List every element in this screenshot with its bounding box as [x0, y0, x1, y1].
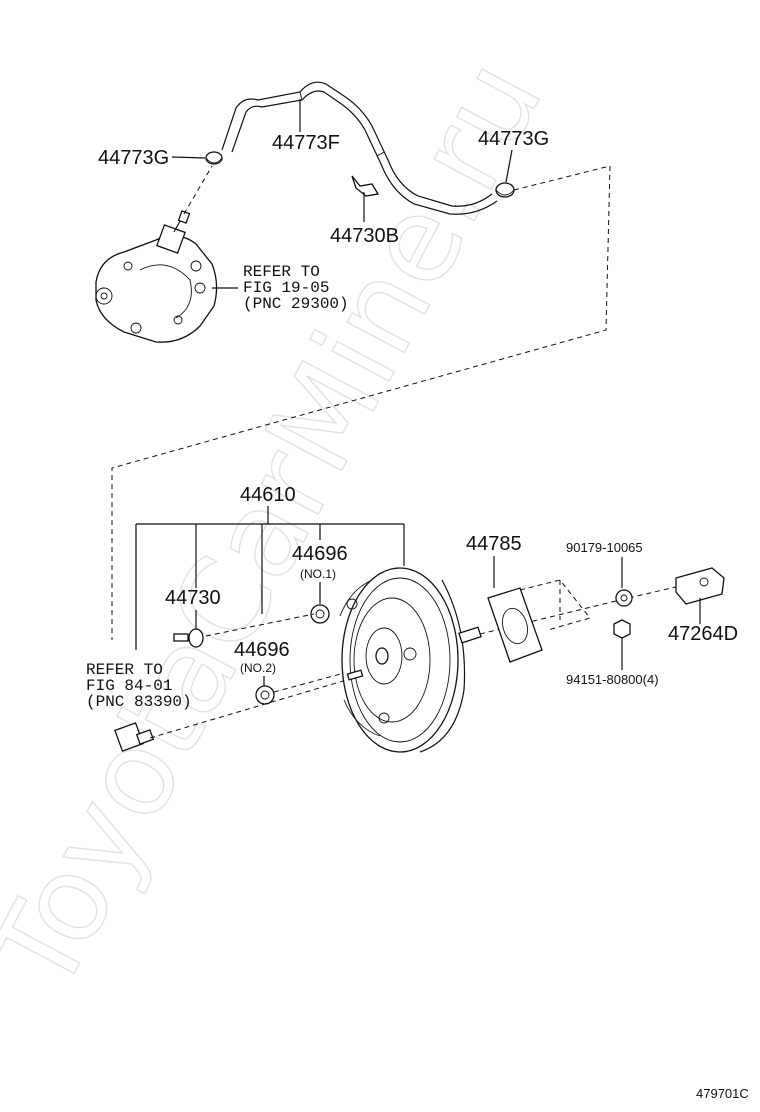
hose-clamp[interactable]: [351, 175, 380, 197]
clevis[interactable]: [675, 567, 725, 605]
check-valve[interactable]: [173, 628, 204, 648]
brake-line-fitting[interactable]: [114, 722, 155, 752]
label-44730: 44730: [165, 587, 221, 609]
ref-pump-line1: REFER TO: [243, 263, 320, 281]
label-44696-no1: 44696: [292, 543, 348, 565]
nut[interactable]: [613, 619, 631, 639]
hose-clip-left[interactable]: [205, 151, 223, 165]
label-44730b: 44730B: [330, 225, 399, 247]
sublabel-no1: (NO.1): [300, 567, 336, 581]
sublabel-no2: (NO.2): [240, 661, 276, 675]
label-94151: 94151-80800(4): [566, 672, 659, 687]
label-44773g-left: 44773G: [98, 147, 169, 169]
ref-line-line1: REFER TO: [86, 661, 163, 679]
clevis-pin[interactable]: [615, 589, 633, 607]
ref-pump-line3: (PNC 29300): [243, 295, 349, 313]
brake-booster[interactable]: [339, 567, 482, 753]
hose-clip-right[interactable]: [495, 182, 515, 198]
label-44610: 44610: [240, 484, 296, 506]
vacuum-pump[interactable]: [95, 210, 218, 343]
gasket[interactable]: [487, 587, 543, 663]
grommet-no1[interactable]: [310, 604, 330, 624]
ref-line-line2: FIG 84-01: [86, 677, 172, 695]
label-47264d: 47264D: [668, 623, 738, 645]
label-90179: 90179-10065: [566, 540, 643, 555]
figure-code: 479701C: [696, 1086, 749, 1101]
label-44773f: 44773F: [272, 132, 340, 154]
vacuum-hose[interactable]: [221, 81, 498, 215]
label-44696-no2: 44696: [234, 639, 290, 661]
ref-line-line3: (PNC 83390): [86, 693, 192, 711]
label-44785: 44785: [466, 533, 522, 555]
label-44773g-right: 44773G: [478, 128, 549, 150]
ref-pump-line2: FIG 19-05: [243, 279, 329, 297]
watermark: ToyotaCarMine.ru: [0, 38, 569, 1014]
grommet-no2[interactable]: [255, 685, 275, 705]
